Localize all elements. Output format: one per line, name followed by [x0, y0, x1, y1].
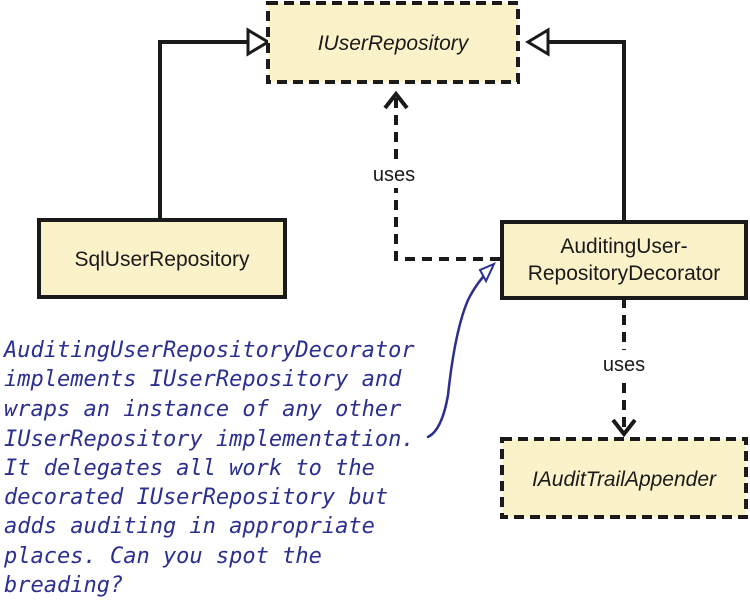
annotation-arrowhead [478, 262, 497, 284]
inherit-edge-decorator [548, 40, 626, 222]
note-line-8: places. Can you spot the [3, 544, 322, 569]
sql-user-repository-box [37, 218, 287, 299]
note-line-2: implements IUserRepository and [4, 367, 402, 392]
uses-label-lower: uses [603, 354, 645, 376]
annotation-note: AuditingUserRepositoryDecorator implemen… [2, 338, 415, 598]
uses-arrowhead-upper [383, 90, 409, 110]
note-line-5: It delegates all work to the [4, 456, 375, 481]
auditing-decorator-label-line2: RepositoryDecorator [528, 262, 721, 285]
note-line-4: IUserRepository implementation. [4, 427, 415, 452]
note-line-7: adds auditing in appropriate [4, 514, 375, 539]
inherit-arrowhead-decorator [525, 27, 550, 57]
iuser-repository-box [266, 1, 520, 84]
inherit-edge-sql [158, 40, 248, 218]
uses-edge-upper [394, 96, 500, 261]
uses-label-bg-upper [360, 160, 426, 188]
note-line-9: breading? [4, 573, 123, 598]
uses-label-upper: uses [373, 164, 415, 186]
uses-arrowhead-lower [611, 418, 637, 438]
iaudit-trail-appender-box [500, 437, 748, 519]
auditing-decorator-box [500, 220, 748, 300]
iuser-repository-label: IUserRepository [318, 32, 470, 55]
inherit-arrowhead-sql [246, 27, 271, 57]
note-line-3: wraps an instance of any other [4, 397, 402, 422]
iaudit-trail-appender-label: IAuditTrailAppender [532, 468, 717, 491]
auditing-decorator-label-line1: AuditingUser- [560, 235, 687, 258]
uses-label-bg-lower [594, 350, 656, 378]
annotation-arrow [426, 266, 494, 439]
sql-user-repository-label: SqlUserRepository [74, 248, 250, 271]
note-line-6: decorated IUserRepository but [4, 485, 388, 510]
note-line-1: AuditingUserRepositoryDecorator [2, 338, 415, 363]
